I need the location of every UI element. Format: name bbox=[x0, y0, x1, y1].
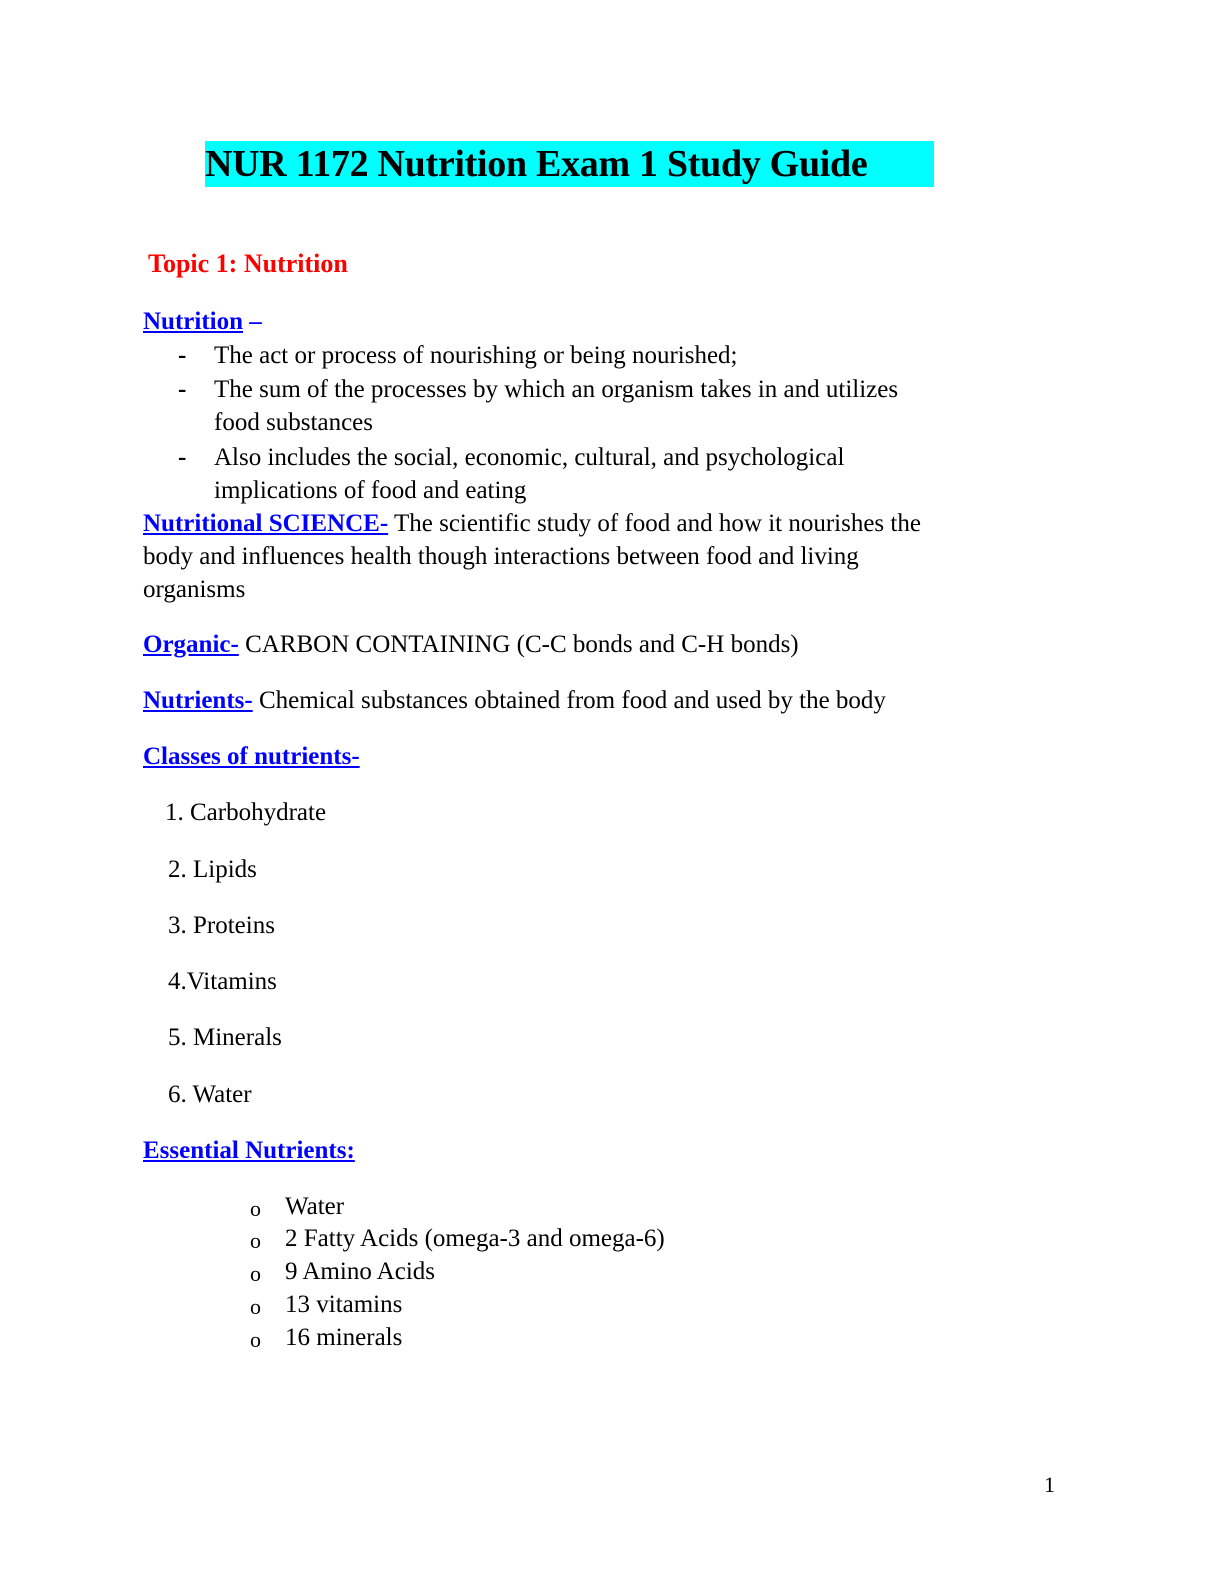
essential-item-text: 13 vitamins bbox=[285, 1291, 403, 1318]
topic-heading: Topic 1: Nutrition bbox=[148, 249, 348, 278]
title-text: NUR 1172 Nutrition Exam 1 Study Guide bbox=[205, 143, 868, 185]
essential-item-text: 9 Amino Acids bbox=[285, 1258, 436, 1285]
bullet-text-cont: implications of food and eating bbox=[214, 477, 527, 504]
dash-bullet-icon: - bbox=[178, 444, 187, 471]
nutritional-science-term: Nutritional SCIENCE- bbox=[143, 510, 389, 537]
def-line: body and influences health though intera… bbox=[143, 543, 859, 570]
circle-bullet-icon: o bbox=[250, 1294, 261, 1319]
classes-heading-text: Classes of nutrients- bbox=[143, 743, 360, 770]
nutrition-term: Nutrition bbox=[143, 308, 243, 335]
essential-item-text: 16 minerals bbox=[285, 1324, 403, 1351]
circle-bullet-icon: o bbox=[250, 1261, 261, 1286]
bullet-text: The act or process of nourishing or bein… bbox=[214, 342, 738, 369]
nutrients-text: Chemical substances obtained from food a… bbox=[252, 687, 886, 714]
class-item: 6. Water bbox=[168, 1081, 252, 1108]
dash-bullet-icon: - bbox=[178, 342, 187, 369]
bullet-text: Also includes the social, economic, cult… bbox=[214, 444, 845, 471]
nutritional-science-def: Nutritional SCIENCE- The scientific stud… bbox=[143, 507, 921, 540]
def-line: organisms bbox=[143, 576, 246, 603]
class-item: 2. Lipids bbox=[168, 856, 257, 883]
class-item: 4.Vitamins bbox=[168, 968, 277, 995]
nutrition-dash: – bbox=[243, 308, 262, 335]
organic-def: Organic- CARBON CONTAINING (C-C bonds an… bbox=[143, 628, 799, 661]
nutrition-heading: Nutrition – bbox=[143, 305, 262, 338]
essential-item-text: 2 Fatty Acids (omega-3 and omega-6) bbox=[285, 1225, 665, 1252]
circle-bullet-icon: o bbox=[250, 1327, 261, 1352]
dash-bullet-icon: - bbox=[178, 376, 187, 403]
class-item: 1. Carbohydrate bbox=[165, 799, 327, 826]
bullet-text: The sum of the processes by which an org… bbox=[214, 376, 899, 403]
organic-text: CARBON CONTAINING (C-C bonds and C-H bon… bbox=[238, 631, 799, 658]
def-line: The scientific study of food and how it … bbox=[388, 510, 921, 537]
nutrients-def: Nutrients- Chemical substances obtained … bbox=[143, 684, 886, 717]
nutrients-term: Nutrients- bbox=[143, 687, 253, 714]
essential-heading-text: Essential Nutrients: bbox=[143, 1137, 355, 1164]
class-item: 3. Proteins bbox=[168, 912, 275, 939]
classes-heading: Classes of nutrients- bbox=[143, 740, 360, 773]
class-item: 5. Minerals bbox=[168, 1024, 282, 1051]
essential-heading: Essential Nutrients: bbox=[143, 1134, 355, 1167]
organic-term: Organic- bbox=[143, 631, 239, 658]
circle-bullet-icon: o bbox=[250, 1228, 261, 1253]
essential-item-text: Water bbox=[285, 1193, 345, 1220]
bullet-text-cont: food substances bbox=[214, 409, 373, 436]
page-number: 1 bbox=[1044, 1472, 1055, 1497]
document-title: NUR 1172 Nutrition Exam 1 Study Guide bbox=[205, 141, 934, 187]
circle-bullet-icon: o bbox=[250, 1196, 261, 1221]
